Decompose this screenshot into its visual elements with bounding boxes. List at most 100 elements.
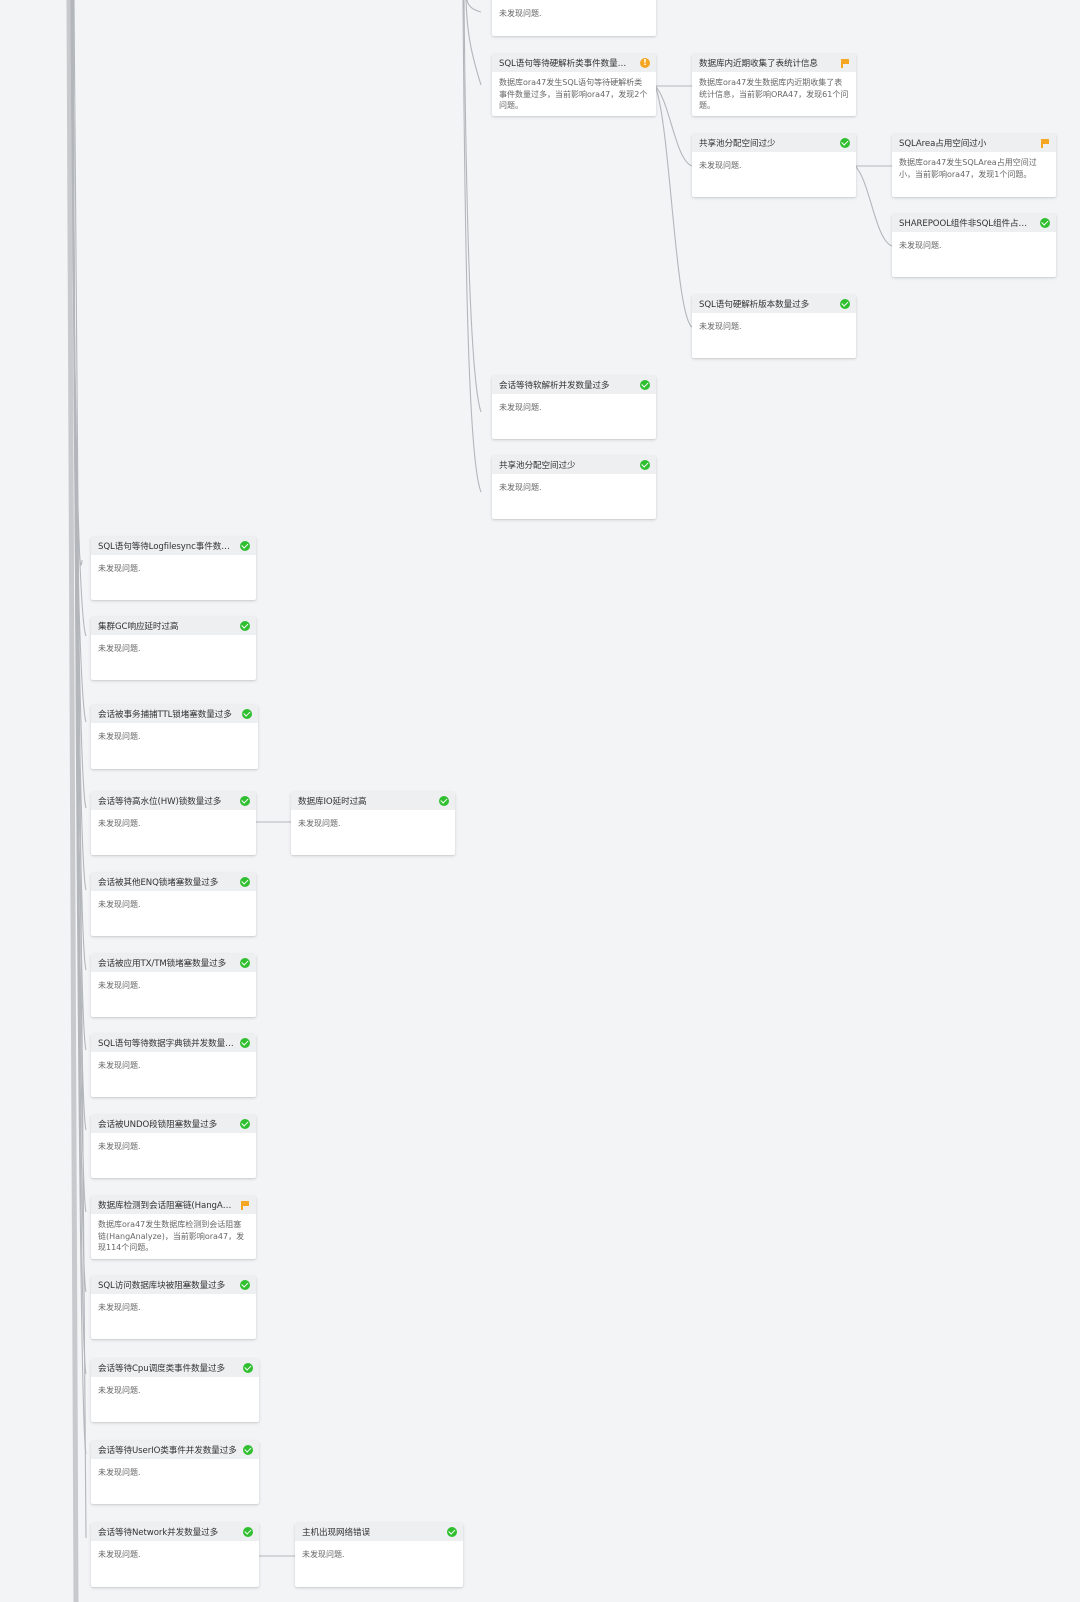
- node-card-8[interactable]: 共享池分配空间过少 未发现问题.: [492, 456, 656, 519]
- node-title: SQL语句等待数据字典锁并发数量过多: [98, 1039, 234, 1049]
- node-title: 会话等待高水位(HW)锁数量过多: [98, 797, 222, 807]
- node-description: 未发现问题.: [98, 644, 141, 653]
- node-title: 会话被其他ENQ锁堵塞数量过多: [98, 878, 219, 888]
- check-circle-icon: [240, 1119, 250, 1129]
- node-title: 数据库内近期收集了表统计信息: [699, 59, 818, 69]
- check-circle-icon: [840, 299, 850, 309]
- check-circle-icon: [240, 958, 250, 968]
- check-circle-icon: [240, 1280, 250, 1290]
- node-card-15[interactable]: 会话被应用TX/TM锁堵塞数量过多 未发现问题.: [91, 954, 256, 1017]
- node-card-6[interactable]: SQL语句硬解析版本数量过多 未发现问题.: [692, 295, 856, 358]
- node-description: 未发现问题.: [98, 1142, 141, 1151]
- node-card-18[interactable]: 数据库检测到会话阻塞链(HangAnalyze) 数据库ora47发生数据库检测…: [91, 1196, 256, 1259]
- node-description: 未发现问题.: [899, 241, 942, 250]
- node-card-4[interactable]: SQLArea占用空间过小 数据库ora47发生SQLArea占用空间过小，当前…: [892, 134, 1056, 197]
- flag-icon: [240, 1200, 250, 1210]
- node-header: SQLArea占用空间过小: [892, 134, 1056, 152]
- node-card-22[interactable]: 会话等待Network并发数量过多 未发现问题.: [91, 1523, 259, 1587]
- node-card-13[interactable]: 数据库IO延时过高 未发现问题.: [291, 792, 455, 855]
- check-circle-icon: [240, 877, 250, 887]
- check-circle-icon: [243, 1363, 253, 1373]
- node-description: 未发现问题.: [98, 1468, 141, 1477]
- check-circle-icon: [1040, 218, 1050, 228]
- node-title: 会话被UNDO段锁阻塞数量过多: [98, 1120, 218, 1130]
- node-description: 未发现问题.: [699, 161, 742, 170]
- node-description: 未发现问题.: [499, 9, 542, 18]
- node-header: SQL语句等待硬解析类事件数量过多: [492, 54, 656, 72]
- check-circle-icon: [243, 1445, 253, 1455]
- node-header: 数据库内近期收集了表统计信息: [692, 54, 856, 72]
- node-card-11[interactable]: 会话被事务捕捕TTL锁堵塞数量过多 未发现问题.: [91, 705, 258, 769]
- node-header: SQL语句等待数据字典锁并发数量过多: [91, 1034, 256, 1052]
- warning-icon: [640, 58, 650, 68]
- node-description: 数据库ora47发生数据库检测到会话阻塞链(HangAnalyze)，当前影响o…: [98, 1220, 245, 1252]
- node-title: 会话等待UserIO类事件并发数量过多: [98, 1446, 237, 1456]
- node-description: 未发现问题.: [98, 900, 141, 909]
- node-card-10[interactable]: 集群GC响应延时过高 未发现问题.: [91, 617, 256, 680]
- node-header: 会话被其他ENQ锁堵塞数量过多: [91, 873, 256, 891]
- node-title: 会话被应用TX/TM锁堵塞数量过多: [98, 959, 227, 969]
- node-header: SQL语句硬解析版本数量过多: [692, 295, 856, 313]
- check-circle-icon: [640, 460, 650, 470]
- node-header: 会话被应用TX/TM锁堵塞数量过多: [91, 954, 256, 972]
- check-circle-icon: [640, 380, 650, 390]
- node-title: 主机出现网络错误: [302, 1528, 370, 1538]
- node-header: 会话等待高水位(HW)锁数量过多: [91, 792, 256, 810]
- node-header: 主机出现网络错误: [295, 1523, 463, 1541]
- node-title: 会话等待软解析并发数量过多: [499, 381, 610, 391]
- node-title: SQL访问数据库块被阻塞数量过多: [98, 1281, 226, 1291]
- node-card-7[interactable]: 会话等待软解析并发数量过多 未发现问题.: [492, 376, 656, 439]
- check-circle-icon: [447, 1527, 457, 1537]
- node-description: 未发现问题.: [98, 819, 141, 828]
- check-circle-icon: [242, 709, 252, 719]
- check-circle-icon: [240, 796, 250, 806]
- check-circle-icon: [240, 1038, 250, 1048]
- node-title: SQLArea占用空间过小: [899, 139, 987, 149]
- node-header: SQL语句等待Logfilesync事件数量过多: [91, 537, 256, 555]
- node-card-5[interactable]: SHAREPOOL组件非SQL组件占比过高 未发现问题.: [892, 214, 1056, 277]
- node-card-2[interactable]: 数据库内近期收集了表统计信息 数据库ora47发生数据库内近期收集了表统计信息，…: [692, 54, 856, 116]
- node-title: 集群GC响应延时过高: [98, 622, 179, 632]
- node-title: 数据库IO延时过高: [298, 797, 367, 807]
- node-card-21[interactable]: 会话等待UserIO类事件并发数量过多 未发现问题.: [91, 1441, 259, 1504]
- node-card-0[interactable]: 未发现问题.: [492, 0, 656, 36]
- node-header: 集群GC响应延时过高: [91, 617, 256, 635]
- node-card-23[interactable]: 主机出现网络错误 未发现问题.: [295, 1523, 463, 1587]
- node-description: 未发现问题.: [98, 1061, 141, 1070]
- node-card-14[interactable]: 会话被其他ENQ锁堵塞数量过多 未发现问题.: [91, 873, 256, 936]
- flag-icon: [840, 58, 850, 68]
- node-description: 未发现问题.: [699, 322, 742, 331]
- node-description: 未发现问题.: [98, 1303, 141, 1312]
- node-description: 未发现问题.: [499, 483, 542, 492]
- node-card-3[interactable]: 共享池分配空间过少 未发现问题.: [692, 134, 856, 197]
- node-description: 未发现问题.: [98, 732, 141, 741]
- check-circle-icon: [439, 796, 449, 806]
- node-header: 会话等待Cpu调度类事件数量过多: [91, 1359, 259, 1377]
- node-title: 会话等待Network并发数量过多: [98, 1528, 219, 1538]
- node-card-20[interactable]: 会话等待Cpu调度类事件数量过多 未发现问题.: [91, 1359, 259, 1422]
- node-title: 会话等待Cpu调度类事件数量过多: [98, 1364, 226, 1374]
- check-circle-icon: [240, 541, 250, 551]
- node-card-12[interactable]: 会话等待高水位(HW)锁数量过多 未发现问题.: [91, 792, 256, 855]
- node-card-9[interactable]: SQL语句等待Logfilesync事件数量过多 未发现问题.: [91, 537, 256, 600]
- node-title: 共享池分配空间过少: [699, 139, 776, 149]
- node-title: SQL语句等待Logfilesync事件数量过多: [98, 542, 234, 552]
- check-circle-icon: [243, 1527, 253, 1537]
- node-header: 会话等待Network并发数量过多: [91, 1523, 259, 1541]
- node-header: 会话被UNDO段锁阻塞数量过多: [91, 1115, 256, 1133]
- node-description: 未发现问题.: [98, 1550, 141, 1559]
- node-header: 数据库IO延时过高: [291, 792, 455, 810]
- flag-icon: [1040, 138, 1050, 148]
- node-header: 会话被事务捕捕TTL锁堵塞数量过多: [91, 705, 258, 723]
- node-description: 数据库ora47发生SQL语句等待硬解析类事件数量过多，当前影响ora47，发现…: [499, 78, 648, 110]
- node-header: 共享池分配空间过少: [692, 134, 856, 152]
- node-card-16[interactable]: SQL语句等待数据字典锁并发数量过多 未发现问题.: [91, 1034, 256, 1097]
- node-title: 共享池分配空间过少: [499, 461, 576, 471]
- node-card-17[interactable]: 会话被UNDO段锁阻塞数量过多 未发现问题.: [91, 1115, 256, 1178]
- node-card-1[interactable]: SQL语句等待硬解析类事件数量过多 数据库ora47发生SQL语句等待硬解析类事…: [492, 54, 656, 116]
- node-title: SQL语句硬解析版本数量过多: [699, 300, 810, 310]
- node-description: 数据库ora47发生数据库内近期收集了表统计信息，当前影响ORA47，发现61个…: [699, 78, 849, 110]
- node-header: 数据库检测到会话阻塞链(HangAnalyze): [91, 1196, 256, 1214]
- node-card-19[interactable]: SQL访问数据库块被阻塞数量过多 未发现问题.: [91, 1276, 256, 1339]
- node-description: 未发现问题.: [499, 403, 542, 412]
